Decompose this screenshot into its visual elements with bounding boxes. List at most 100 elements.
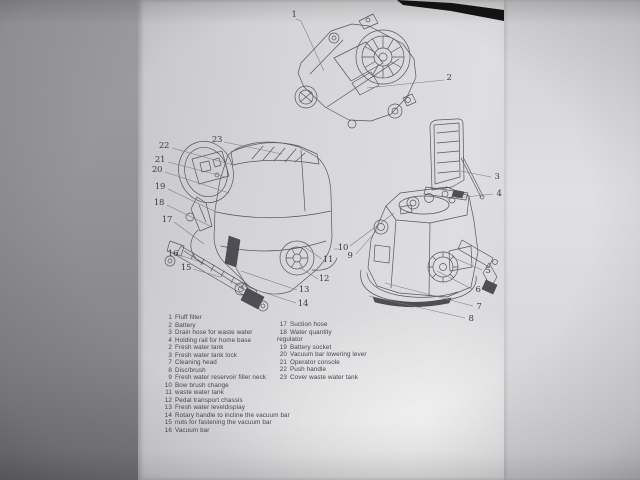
callout-21: 21 (154, 155, 166, 165)
wheel-ribs (427, 251, 459, 283)
part-number: 19 (279, 343, 287, 351)
callout-11: 11 (322, 255, 334, 265)
part-number: 10 (164, 381, 172, 389)
part-number: 7 (168, 359, 172, 366)
diagram-top-rear-view (294, 13, 417, 129)
part-number: 23 (279, 373, 287, 381)
part-number: 11 (165, 389, 172, 396)
part-label: Suction hose (290, 321, 328, 328)
part-number: 3 (168, 351, 172, 359)
part-number: 21 (279, 358, 287, 366)
callout-leader-lines (164, 18, 494, 319)
part-label: Water quantity (290, 328, 332, 336)
parts-list-item: regulator (277, 336, 407, 344)
part-number: 2 (168, 321, 172, 329)
part-label: Holding rail for home base (175, 336, 252, 344)
callout-6: 6 (475, 285, 481, 295)
part-number: 20 (279, 351, 287, 358)
part-number: 13 (164, 404, 172, 411)
callout-8: 8 (468, 314, 474, 324)
part-label: Operator console (290, 358, 340, 366)
part-label: regulator (277, 336, 303, 343)
callout-22: 22 (158, 141, 170, 151)
callout-14: 14 (297, 299, 309, 309)
callout-4: 4 (496, 189, 502, 199)
dark-edge-object (397, 0, 504, 21)
callout-18: 18 (153, 198, 165, 208)
callout-1: 1 (291, 10, 297, 20)
callout-19: 19 (154, 182, 166, 192)
part-label: Disc/brush (175, 366, 206, 374)
callout-10: 10 (337, 243, 349, 253)
squeegee-ticks (190, 252, 245, 290)
part-label: Fresh water tank (175, 344, 224, 351)
callout-5: 5 (485, 266, 491, 276)
part-label: Battery (175, 321, 196, 329)
table-surface (0, 0, 141, 480)
wheel-spokes (285, 248, 309, 268)
part-number: 14 (164, 411, 172, 419)
part-number: 3 (168, 329, 172, 336)
callout-23: 23 (211, 135, 223, 145)
callout-7: 7 (476, 302, 482, 312)
part-label: Battery socket (290, 343, 332, 351)
callout-12: 12 (318, 274, 330, 284)
part-label: Pedal transport chassis (175, 396, 243, 404)
callout-16: 16 (167, 249, 179, 259)
part-number: 15 (164, 419, 172, 426)
part-number: 2 (168, 344, 172, 351)
part-label: Fresh water tank lock (175, 351, 237, 359)
part-label: Fresh water reservoir filler neck (175, 374, 267, 381)
part-number: 17 (279, 321, 287, 328)
part-label: nuts for fastening the vacuum bar (175, 419, 272, 426)
diagram-open-lid-view (360, 118, 498, 308)
part-label: Fluff filter (175, 314, 202, 321)
part-number: 1 (168, 314, 172, 321)
part-label: Vacuum bar lowering lever (290, 351, 367, 358)
diagram-side-view (164, 141, 338, 312)
ribbed-cap (361, 35, 405, 79)
callout-20: 20 (151, 165, 163, 175)
part-number: 8 (168, 366, 172, 374)
part-number: 12 (164, 396, 172, 404)
part-label: Bow brush change (175, 381, 229, 389)
part-number: 4 (168, 336, 172, 344)
part-number: 16 (164, 426, 172, 434)
part-label: Push handle (290, 366, 327, 373)
callout-13: 13 (298, 285, 310, 295)
callout-17: 17 (161, 215, 173, 225)
part-label: Cover waste water tank (290, 373, 358, 381)
callout-9: 9 (347, 251, 353, 261)
callout-15: 15 (180, 263, 192, 273)
callout-2: 2 (446, 73, 452, 83)
part-label: Vacuum bar (175, 426, 210, 434)
part-number: 22 (279, 366, 287, 373)
part-label: Drain hose for waste water (175, 329, 253, 336)
callout-3: 3 (494, 172, 500, 182)
